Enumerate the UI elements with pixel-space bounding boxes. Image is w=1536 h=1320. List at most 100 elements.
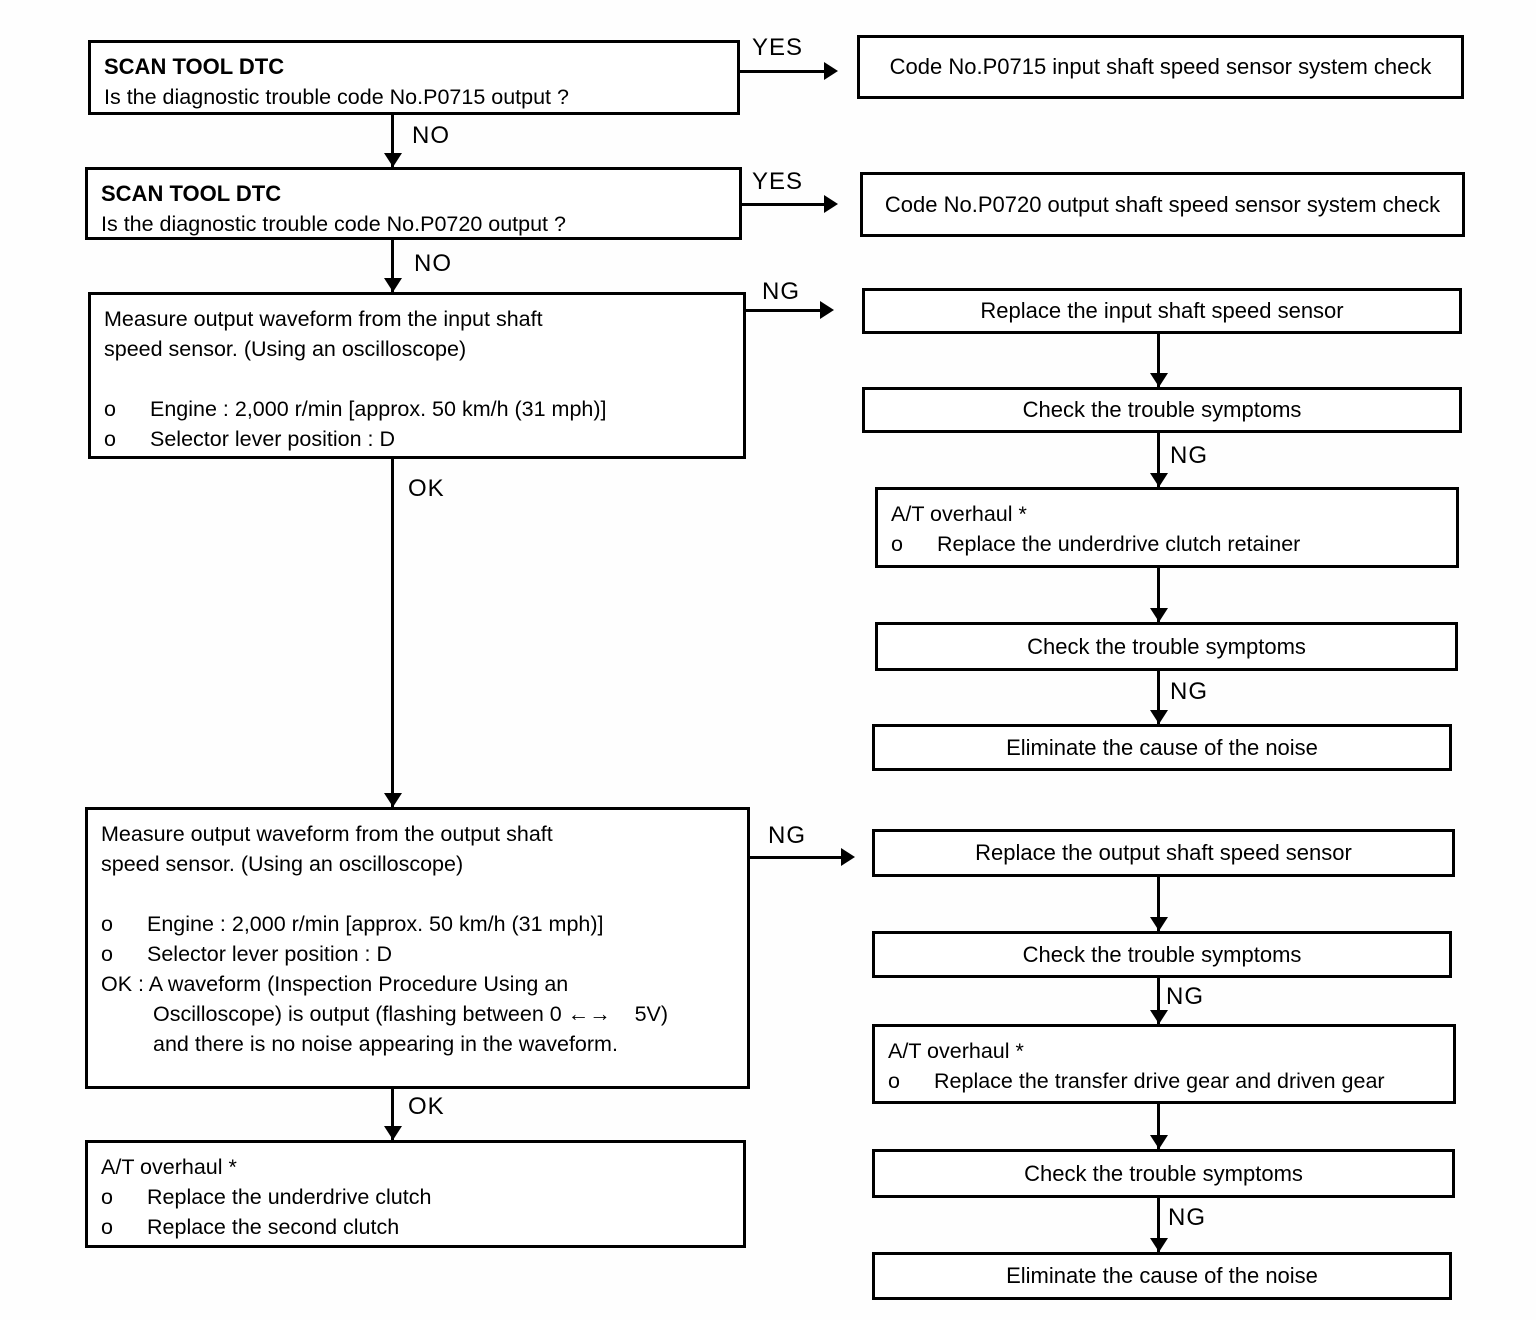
node-at-overhaul-retainer: A/T overhaul * o Replace the underdrive …	[875, 487, 1459, 568]
bullet-text: Replace the underdrive clutch	[147, 1185, 432, 1209]
bullet-item: o Replace the underdrive clutch retainer	[891, 529, 1443, 559]
node-text: Replace the output shaft speed sensor	[975, 840, 1352, 865]
connector-ng-left-1-line	[746, 309, 822, 312]
bullet-text: Replace the underdrive clutch retainer	[937, 532, 1301, 556]
node-title: SCAN TOOL DTC	[104, 54, 285, 79]
node-text: Check the trouble symptoms	[1027, 633, 1306, 659]
node-text: Check the trouble symptoms	[1022, 397, 1302, 422]
node-check-symptoms-4: Check the trouble symptoms	[872, 1149, 1455, 1198]
edge-label-ng-right-2: NG	[1170, 678, 1208, 705]
connector-ng-r2-line	[1157, 671, 1160, 724]
bullet-item: o Replace the second clutch	[101, 1212, 730, 1242]
node-measure-input-waveform: Measure output waveform from the input s…	[88, 292, 746, 459]
node-replace-input-sensor: Replace the input shaft speed sensor	[862, 288, 1462, 334]
node-title: A/T overhaul *	[891, 502, 1027, 526]
bullet-text: Engine : 2,000 r/min [approx. 50 km/h (3…	[150, 397, 607, 421]
bullet-marker: o	[888, 1069, 900, 1093]
node-check-symptoms-3: Check the trouble symptoms	[872, 931, 1452, 978]
line-spacer	[104, 364, 730, 394]
connector-no-1-line	[391, 114, 394, 167]
arrowhead-down-icon	[1150, 1135, 1168, 1149]
connector-no-2-line	[391, 240, 394, 292]
connector-ok-1-line	[391, 459, 394, 807]
line-spacer	[101, 879, 734, 909]
node-replace-output-sensor: Replace the output shaft speed sensor	[872, 829, 1455, 877]
edge-label-ok-1: OK	[408, 475, 445, 502]
connector-r3-line	[1157, 877, 1160, 931]
node-check-symptoms-2: Check the trouble symptoms	[875, 622, 1458, 671]
arrowhead-down-icon	[1150, 710, 1168, 724]
node-title: A/T overhaul *	[888, 1039, 1024, 1063]
bullet-item: o Engine : 2,000 r/min [approx. 50 km/h …	[101, 909, 734, 939]
bullet-item: o Replace the underdrive clutch	[101, 1182, 730, 1212]
arrowhead-right-icon	[824, 62, 838, 80]
edge-label-ng-left-2: NG	[768, 822, 806, 849]
arrowhead-down-icon	[1150, 608, 1168, 622]
bullet-item: o Engine : 2,000 r/min [approx. 50 km/h …	[104, 394, 730, 424]
node-ok-line: OK : A waveform (Inspection Procedure Us…	[101, 972, 569, 996]
arrowhead-down-icon	[384, 1126, 402, 1140]
node-line: Measure output waveform from the input s…	[104, 307, 543, 331]
edge-label-no-1: NO	[412, 122, 450, 149]
bullet-item: o Replace the transfer drive gear and dr…	[888, 1066, 1440, 1096]
arrowhead-right-icon	[841, 848, 855, 866]
bullet-marker: o	[101, 942, 113, 966]
edge-label-no-2: NO	[414, 250, 452, 277]
connector-r2-line	[1157, 568, 1160, 622]
bullet-text: Selector lever position : D	[147, 942, 392, 966]
bullet-text: Replace the transfer drive gear and driv…	[934, 1069, 1385, 1093]
node-text: Eliminate the cause of the noise	[1006, 734, 1318, 760]
node-line: speed sensor. (Using an oscilloscope)	[101, 852, 464, 876]
connector-ng-r1-line	[1157, 433, 1160, 487]
node-line: Measure output waveform from the output …	[101, 822, 553, 846]
edge-label-ng-right-3: NG	[1166, 983, 1204, 1010]
node-ok-line: and there is no noise appearing in the w…	[153, 1032, 618, 1056]
arrowhead-down-icon	[1150, 473, 1168, 487]
arrowhead-down-icon	[384, 153, 402, 167]
bullet-marker: o	[104, 427, 116, 451]
edge-label-ok-2: OK	[408, 1093, 445, 1120]
arrowhead-down-icon	[1150, 1238, 1168, 1252]
connector-yes-1-line	[740, 70, 824, 73]
node-title: A/T overhaul *	[101, 1155, 237, 1179]
bullet-marker: o	[101, 1185, 113, 1209]
node-text: Check the trouble symptoms	[1022, 941, 1302, 967]
node-line: speed sensor. (Using an oscilloscope)	[104, 337, 467, 361]
node-scan-tool-dtc-p0720: SCAN TOOL DTC Is the diagnostic trouble …	[85, 167, 742, 240]
node-title: SCAN TOOL DTC	[101, 181, 282, 206]
node-eliminate-noise-2: Eliminate the cause of the noise	[872, 1252, 1452, 1300]
edge-label-ng-right-4: NG	[1168, 1204, 1206, 1231]
bullet-text: Replace the second clutch	[147, 1215, 400, 1239]
connector-r4-line	[1157, 1104, 1160, 1149]
bullet-marker: o	[104, 397, 116, 421]
bullet-item: o Selector lever position : D	[101, 939, 734, 969]
arrowhead-down-icon	[1150, 373, 1168, 387]
edge-label-ng-right-1: NG	[1170, 442, 1208, 469]
edge-label-yes-1: YES	[752, 34, 804, 61]
node-scan-tool-dtc-p0715: SCAN TOOL DTC Is the diagnostic trouble …	[88, 40, 740, 115]
connector-ng-r4-line	[1157, 1198, 1160, 1252]
node-text: Eliminate the cause of the noise	[1006, 1263, 1318, 1288]
arrowhead-right-icon	[824, 195, 838, 213]
node-text: Code No.P0715 input shaft speed sensor s…	[889, 54, 1432, 79]
node-ok-line: Oscilloscope) is output (flashing betwee…	[153, 1002, 669, 1026]
node-at-overhaul-clutch: A/T overhaul * o Replace the underdrive …	[85, 1140, 746, 1248]
arrowhead-down-icon	[1150, 1010, 1168, 1024]
edge-label-ng-left-1: NG	[762, 278, 800, 305]
bullet-text: Engine : 2,000 r/min [approx. 50 km/h (3…	[147, 912, 604, 936]
arrowhead-down-icon	[384, 278, 402, 292]
node-question: Is the diagnostic trouble code No.P0720 …	[101, 212, 566, 236]
node-eliminate-noise-1: Eliminate the cause of the noise	[872, 724, 1452, 771]
node-check-symptoms-1: Check the trouble symptoms	[862, 387, 1462, 433]
node-text: Replace the input shaft speed sensor	[980, 298, 1344, 323]
bullet-text: Selector lever position : D	[150, 427, 395, 451]
node-code-p0720-check: Code No.P0720 output shaft speed sensor …	[860, 172, 1465, 237]
connector-ok-2-line	[391, 1089, 394, 1140]
node-at-overhaul-transfer-gear: A/T overhaul * o Replace the transfer dr…	[872, 1024, 1456, 1104]
connector-ng-r3-line	[1157, 978, 1160, 1024]
connector-r1-line	[1157, 334, 1160, 387]
bullet-marker: o	[101, 912, 113, 936]
bullet-marker: o	[101, 1215, 113, 1239]
arrowhead-right-icon	[820, 301, 834, 319]
